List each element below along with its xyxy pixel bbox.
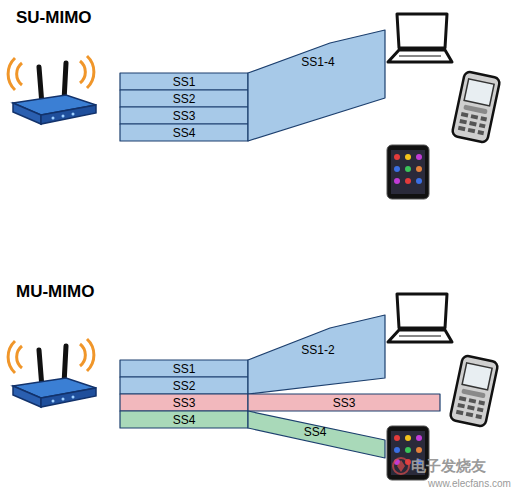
stream-band: SS1-4 xyxy=(248,28,386,142)
stream-band: SS4 xyxy=(120,411,248,428)
band-shape xyxy=(120,90,248,107)
band-shape xyxy=(120,107,248,124)
pda-phone-icon xyxy=(452,71,501,143)
stream-band: SS3 xyxy=(120,394,248,411)
band-shape xyxy=(120,377,248,394)
stream-band: SS2 xyxy=(120,90,248,107)
stream-label: SS4 xyxy=(173,413,196,427)
smartphone-icon xyxy=(387,145,429,199)
stream-label: SS1-2 xyxy=(301,343,334,357)
watermark-logo xyxy=(397,460,405,472)
stream-band: SS1 xyxy=(120,73,248,90)
stream-band: SS4 xyxy=(248,409,386,460)
stream-label: SS1 xyxy=(173,75,196,89)
section-title: MU-MIMO xyxy=(16,282,94,302)
band-outline xyxy=(248,28,386,142)
stream-label: SS3 xyxy=(173,109,196,123)
stream-band: SS4 xyxy=(120,124,248,141)
pda-phone-icon xyxy=(450,355,499,427)
band-shape xyxy=(120,360,248,377)
band-shape xyxy=(248,30,385,141)
stream-label: SS1 xyxy=(173,362,196,376)
watermark: 电子发烧友 xyxy=(411,457,486,476)
stream-band: SS1 xyxy=(120,360,248,377)
section-title: SU-MIMO xyxy=(16,8,92,28)
band-shape xyxy=(120,124,248,141)
stream-label: SS2 xyxy=(173,379,196,393)
router-icon xyxy=(8,56,96,124)
laptop-icon xyxy=(388,294,452,342)
band-shape xyxy=(120,394,248,411)
band-shape xyxy=(248,315,385,394)
band-shape xyxy=(248,394,440,411)
stream-label: SS2 xyxy=(173,92,196,106)
stream-band: SS2 xyxy=(120,377,248,394)
band-shape xyxy=(120,73,248,90)
band-shape xyxy=(120,411,248,428)
stream-band: SS3 xyxy=(248,394,440,411)
stream-label: SS1-4 xyxy=(301,55,334,69)
band-shape xyxy=(248,411,385,458)
stream-label: SS4 xyxy=(173,126,196,140)
stream-label: SS3 xyxy=(173,396,196,410)
stream-band: SS1-2 xyxy=(248,313,386,395)
stream-label: SS4 xyxy=(304,425,327,439)
watermark: www.elecfans.com xyxy=(428,478,511,489)
router-icon xyxy=(8,339,96,407)
stream-band: SS3 xyxy=(120,107,248,124)
stream-label: SS3 xyxy=(333,396,356,410)
watermark-logo xyxy=(393,458,409,474)
laptop-icon xyxy=(388,14,452,62)
